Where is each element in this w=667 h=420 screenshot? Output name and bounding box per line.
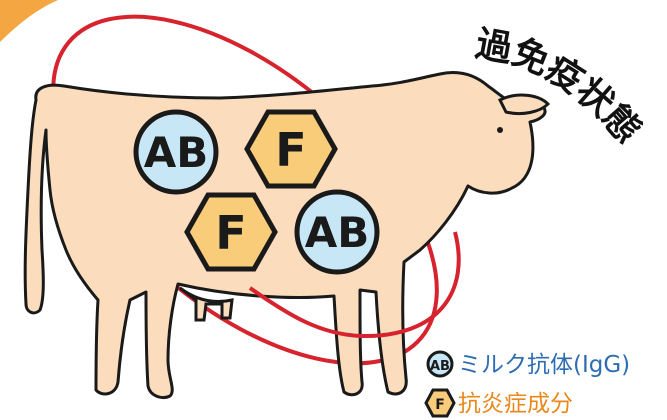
factor-badge-text: F	[275, 123, 306, 177]
legend: AB ミルク抗体(IgG) F 抗炎症成分	[424, 350, 630, 418]
factor-legend-icon	[424, 388, 456, 418]
cow-udder	[179, 286, 234, 322]
immune-ring-front	[248, 231, 461, 339]
antibody-badge-text: AB	[305, 208, 370, 257]
factor-badge-icon	[244, 109, 338, 189]
legend-antibody-symbol: AB	[430, 359, 450, 374]
factor-badge-icon	[184, 192, 278, 272]
antibody-badge-icon	[294, 189, 380, 275]
legend-item-antibody: AB ミルク抗体(IgG)	[426, 350, 630, 378]
factor-badge-2: F	[184, 192, 278, 272]
factor-badge-text: F	[215, 206, 246, 260]
antibody-badge-text: AB	[144, 128, 209, 177]
legend-factor-label: 抗炎症成分	[458, 391, 573, 417]
cow-ear	[497, 93, 551, 116]
antibody-badge-1: AB	[133, 109, 219, 195]
antibody-legend-icon	[426, 350, 454, 378]
antibody-badge-2: AB	[294, 189, 380, 275]
legend-item-factor: F 抗炎症成分	[424, 388, 573, 418]
antibody-badge-icon	[133, 109, 219, 195]
legend-antibody-label: ミルク抗体(IgG)	[458, 352, 630, 378]
legend-factor-symbol: F	[435, 397, 445, 413]
cow-eye	[497, 127, 503, 133]
corner-accent-shape	[0, 0, 58, 42]
factor-badge-1: F	[244, 109, 338, 189]
